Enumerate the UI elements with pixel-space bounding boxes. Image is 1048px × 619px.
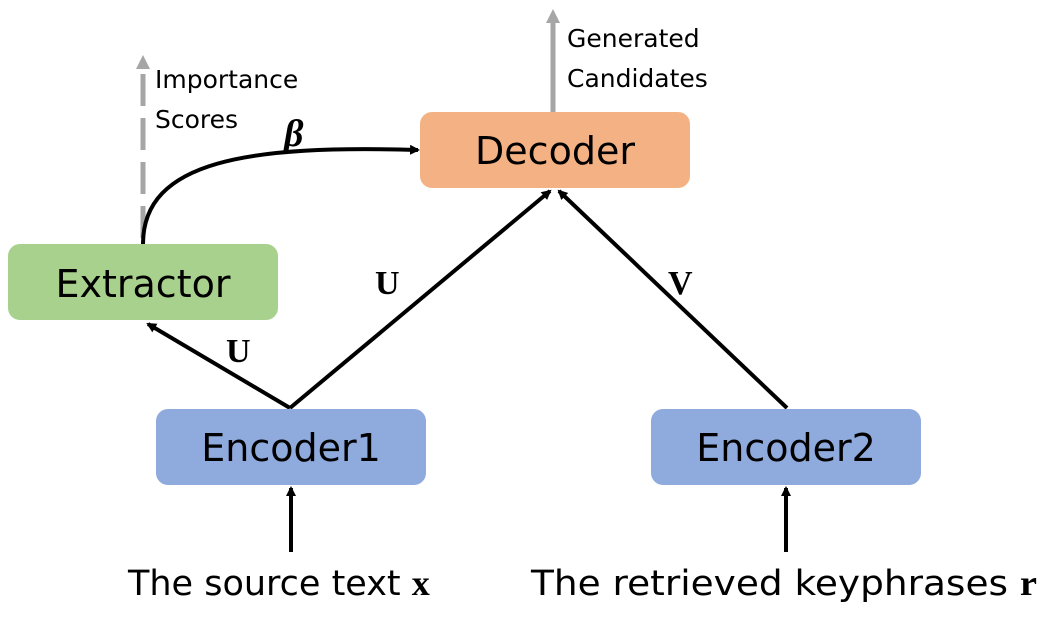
extractor-box: Extractor bbox=[8, 244, 278, 320]
extractor-label: Extractor bbox=[56, 262, 231, 306]
importance-scores-line2: Scores bbox=[155, 105, 238, 134]
source-text-caption: The source text x bbox=[127, 563, 430, 604]
v-decoder-label: V bbox=[668, 265, 693, 302]
source-text-label: The source text bbox=[127, 564, 412, 604]
encoder1-box: Encoder1 bbox=[156, 409, 426, 485]
decoder-label: Decoder bbox=[475, 129, 635, 173]
extractor-to-decoder-edge bbox=[141, 144, 420, 245]
decoder-box: Decoder bbox=[420, 112, 690, 188]
retrieved-var-r: r bbox=[1020, 563, 1037, 603]
generated-candidates-line2: Candidates bbox=[567, 64, 708, 93]
encoder2-box: Encoder2 bbox=[651, 409, 921, 485]
importance-scores-line1: Importance bbox=[155, 65, 298, 94]
encoder1-label: Encoder1 bbox=[201, 426, 381, 470]
retrieved-keyphrases-label: The retrieved keyphrases bbox=[530, 564, 1020, 604]
u-extractor-label: U bbox=[226, 333, 251, 370]
encoder2-label: Encoder2 bbox=[696, 426, 876, 470]
encoder1-to-extractor-edge bbox=[146, 322, 292, 410]
encoder2-to-decoder-edge bbox=[557, 189, 789, 410]
source-var-x: x bbox=[412, 563, 430, 603]
retrieved-keyphrases-caption: The retrieved keyphrases r bbox=[530, 563, 1037, 604]
generated-candidates-line1: Generated bbox=[567, 24, 700, 53]
encoder1-to-decoder-edge bbox=[288, 189, 552, 410]
beta-label: β bbox=[282, 113, 304, 155]
u-decoder-label: U bbox=[375, 265, 400, 302]
